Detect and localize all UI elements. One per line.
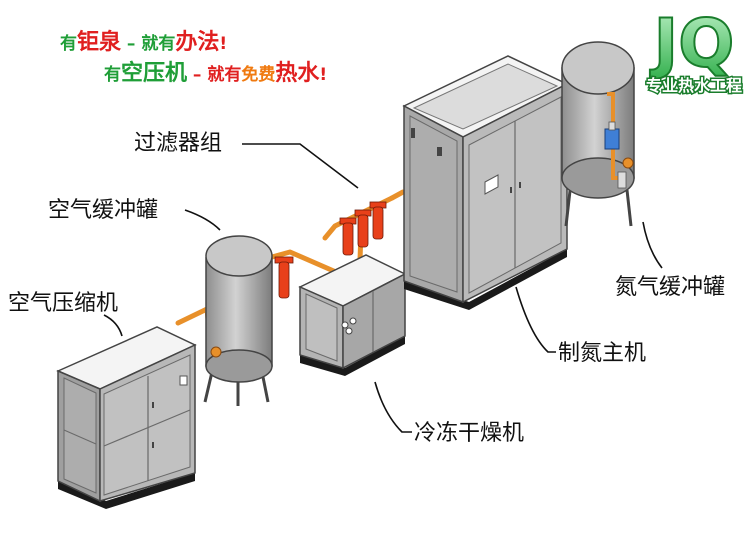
slogan-line-2: 有空压机 – 就有免费热水!: [104, 60, 327, 86]
filter-cartridge: [339, 217, 357, 256]
label-air-compressor: 空气压缩机: [8, 291, 118, 316]
leader-air-compressor: [103, 314, 123, 337]
label-nitrogen-buffer-tank: 氮气缓冲罐: [615, 275, 725, 300]
slogan-word: – 就有: [187, 64, 241, 85]
leader-lines: [103, 143, 663, 433]
label-refrigerated-dryer: 冷冻干燥机: [414, 421, 524, 446]
slogan-word: 有: [104, 64, 121, 85]
slogan-word: !: [219, 34, 227, 54]
leader-refrigerated-dryer: [374, 381, 412, 433]
slogan-word: 办法: [175, 30, 219, 55]
filter-cartridge: [369, 201, 387, 240]
pipe-to-nitrogen-generator: [389, 189, 406, 201]
slogan-word: 空压机: [121, 60, 187, 86]
filter-group: [339, 201, 387, 256]
slogan-word: 有: [60, 33, 77, 54]
slogan-word: !: [319, 65, 327, 85]
label-nitrogen-generator: 制氮主机: [558, 341, 646, 366]
slogan-word: 免费: [241, 64, 275, 85]
slogan-word: – 就有: [121, 33, 175, 54]
refrigerated-dryer: [298, 254, 407, 376]
label-air-buffer-tank: 空气缓冲罐: [48, 198, 158, 223]
leader-nitrogen-buffer-tank: [642, 221, 663, 269]
pre-filter: [274, 256, 294, 299]
air-buffer-tank: [203, 235, 273, 406]
slogan-line-1: 有钜泉 – 就有办法!: [60, 29, 227, 55]
nitrogen-buffer-tank: [561, 41, 635, 227]
slogan-word: 热水: [275, 60, 320, 86]
leader-filter-group: [242, 143, 359, 189]
air-compressor: [56, 326, 197, 509]
logo-caption: 专业热水工程: [646, 76, 742, 95]
nitrogen-outlet-piping: [604, 92, 634, 189]
leader-air-buffer-tank: [184, 209, 221, 231]
leader-nitrogen-generator: [515, 286, 556, 353]
filter-cartridge: [354, 209, 372, 248]
jq-logo: JQ 专业热水工程: [644, 4, 743, 97]
pipe-compressor-to-air-tank: [175, 306, 210, 326]
label-filter-group: 过滤器组: [134, 131, 222, 156]
slogan-brand-word: 钜泉: [77, 29, 122, 55]
nitrogen-generator: [402, 55, 569, 310]
logo-letters: JQ: [650, 5, 735, 82]
